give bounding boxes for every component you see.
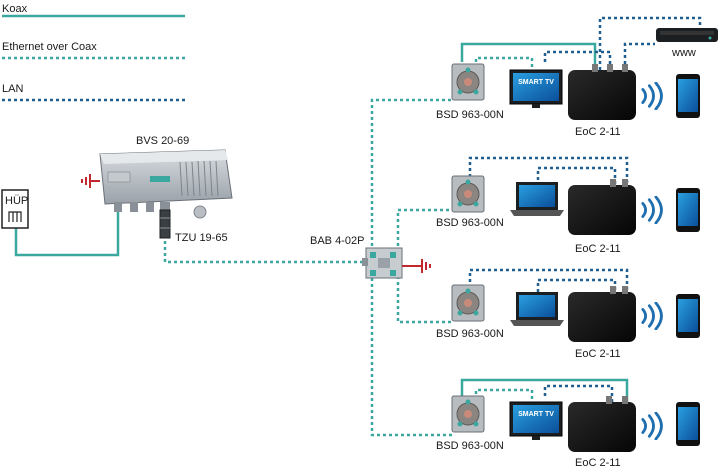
outlet-1 (451, 63, 485, 101)
outlet-4 (451, 395, 485, 433)
outlet-4-label: BSD 963-00N (436, 440, 504, 452)
outlet-2-label: BSD 963-00N (436, 217, 504, 229)
smartphone-icon (676, 188, 700, 232)
outlet-2 (451, 175, 485, 213)
eoc-adapter-2 (568, 179, 636, 235)
smart-tv-4: SMART TV (509, 401, 563, 440)
eoc-adapter-3 (568, 286, 636, 342)
smartphone-icon (676, 294, 700, 338)
lan-laptop2-eoc (536, 166, 617, 185)
outlet-3-label: BSD 963-00N (436, 328, 504, 340)
eoc-adapter-4 (568, 396, 636, 452)
lan-eoc1-router-b (623, 42, 655, 70)
hup-label: HÜP (5, 195, 28, 207)
outlet-3 (451, 284, 485, 322)
ground-symbol-splitter (402, 259, 431, 273)
eoc-branch-4 (370, 278, 452, 437)
laptop-icon (510, 292, 564, 326)
eoc-outlet4-tv (474, 388, 534, 402)
lan-tv-eoc1 (543, 50, 612, 70)
smartphone-icon (676, 402, 700, 446)
internet-label: www (671, 47, 696, 59)
splitter: BAB 4-02P (310, 235, 403, 279)
coax-outlet1-eoc (460, 42, 597, 70)
eoc-adapter-1-label: EoC 2-11 (575, 126, 621, 138)
splitter-label: BAB 4-02P (310, 235, 364, 247)
wifi-icon (641, 82, 663, 110)
outlet-1-label: BSD 963-00N (436, 109, 504, 121)
lan-laptop3-eoc (536, 278, 617, 292)
legend-coax-label: Koax (2, 3, 28, 15)
attenuator-label: TZU 19-65 (175, 232, 228, 244)
lan-outlet2-eoc (468, 156, 629, 185)
eoc-adapter-1 (568, 64, 636, 120)
lan-tv-eoc4 (543, 384, 614, 402)
socket-icon (8, 211, 22, 222)
eoc-adapter-2-label: EoC 2-11 (575, 243, 621, 255)
smart-tv-4-text: SMART TV (518, 411, 554, 418)
lan-eoc1-router (598, 16, 702, 70)
lan-outlet3-eoc (468, 268, 629, 292)
wifi-icon (641, 412, 663, 440)
amplifier: BVS 20-69 (99, 135, 233, 219)
wifi-icon (641, 302, 663, 330)
attenuator: TZU 19-65 (159, 209, 228, 244)
legend-eoc-label: Ethernet over Coax (2, 41, 97, 53)
router-icon (656, 28, 718, 42)
legend: Koax Ethernet over Coax LAN (2, 3, 185, 102)
wifi-icon (641, 196, 663, 224)
eoc-branch-3 (396, 276, 452, 324)
eoc-amp-splitter (163, 235, 362, 264)
eoc-adapter-4-label: EoC 2-11 (575, 457, 621, 469)
coax-outlet4-eoc (460, 378, 629, 402)
eoc-branch-2 (396, 208, 452, 252)
coax-hup-amp (14, 210, 120, 257)
ground-symbol-amplifier (81, 174, 100, 188)
hup-box: HÜP (1, 189, 29, 229)
smartphone-icon (676, 74, 700, 118)
smart-tv-1: SMART TV (509, 69, 563, 108)
legend-lan-label: LAN (2, 83, 23, 95)
smart-tv-1-text: SMART TV (518, 79, 554, 86)
eoc-outlet1-tv (474, 56, 534, 70)
laptop-icon (510, 182, 564, 216)
eoc-branch-1 (370, 98, 452, 258)
amplifier-label: BVS 20-69 (136, 135, 189, 147)
eoc-adapter-3-label: EoC 2-11 (575, 348, 621, 360)
